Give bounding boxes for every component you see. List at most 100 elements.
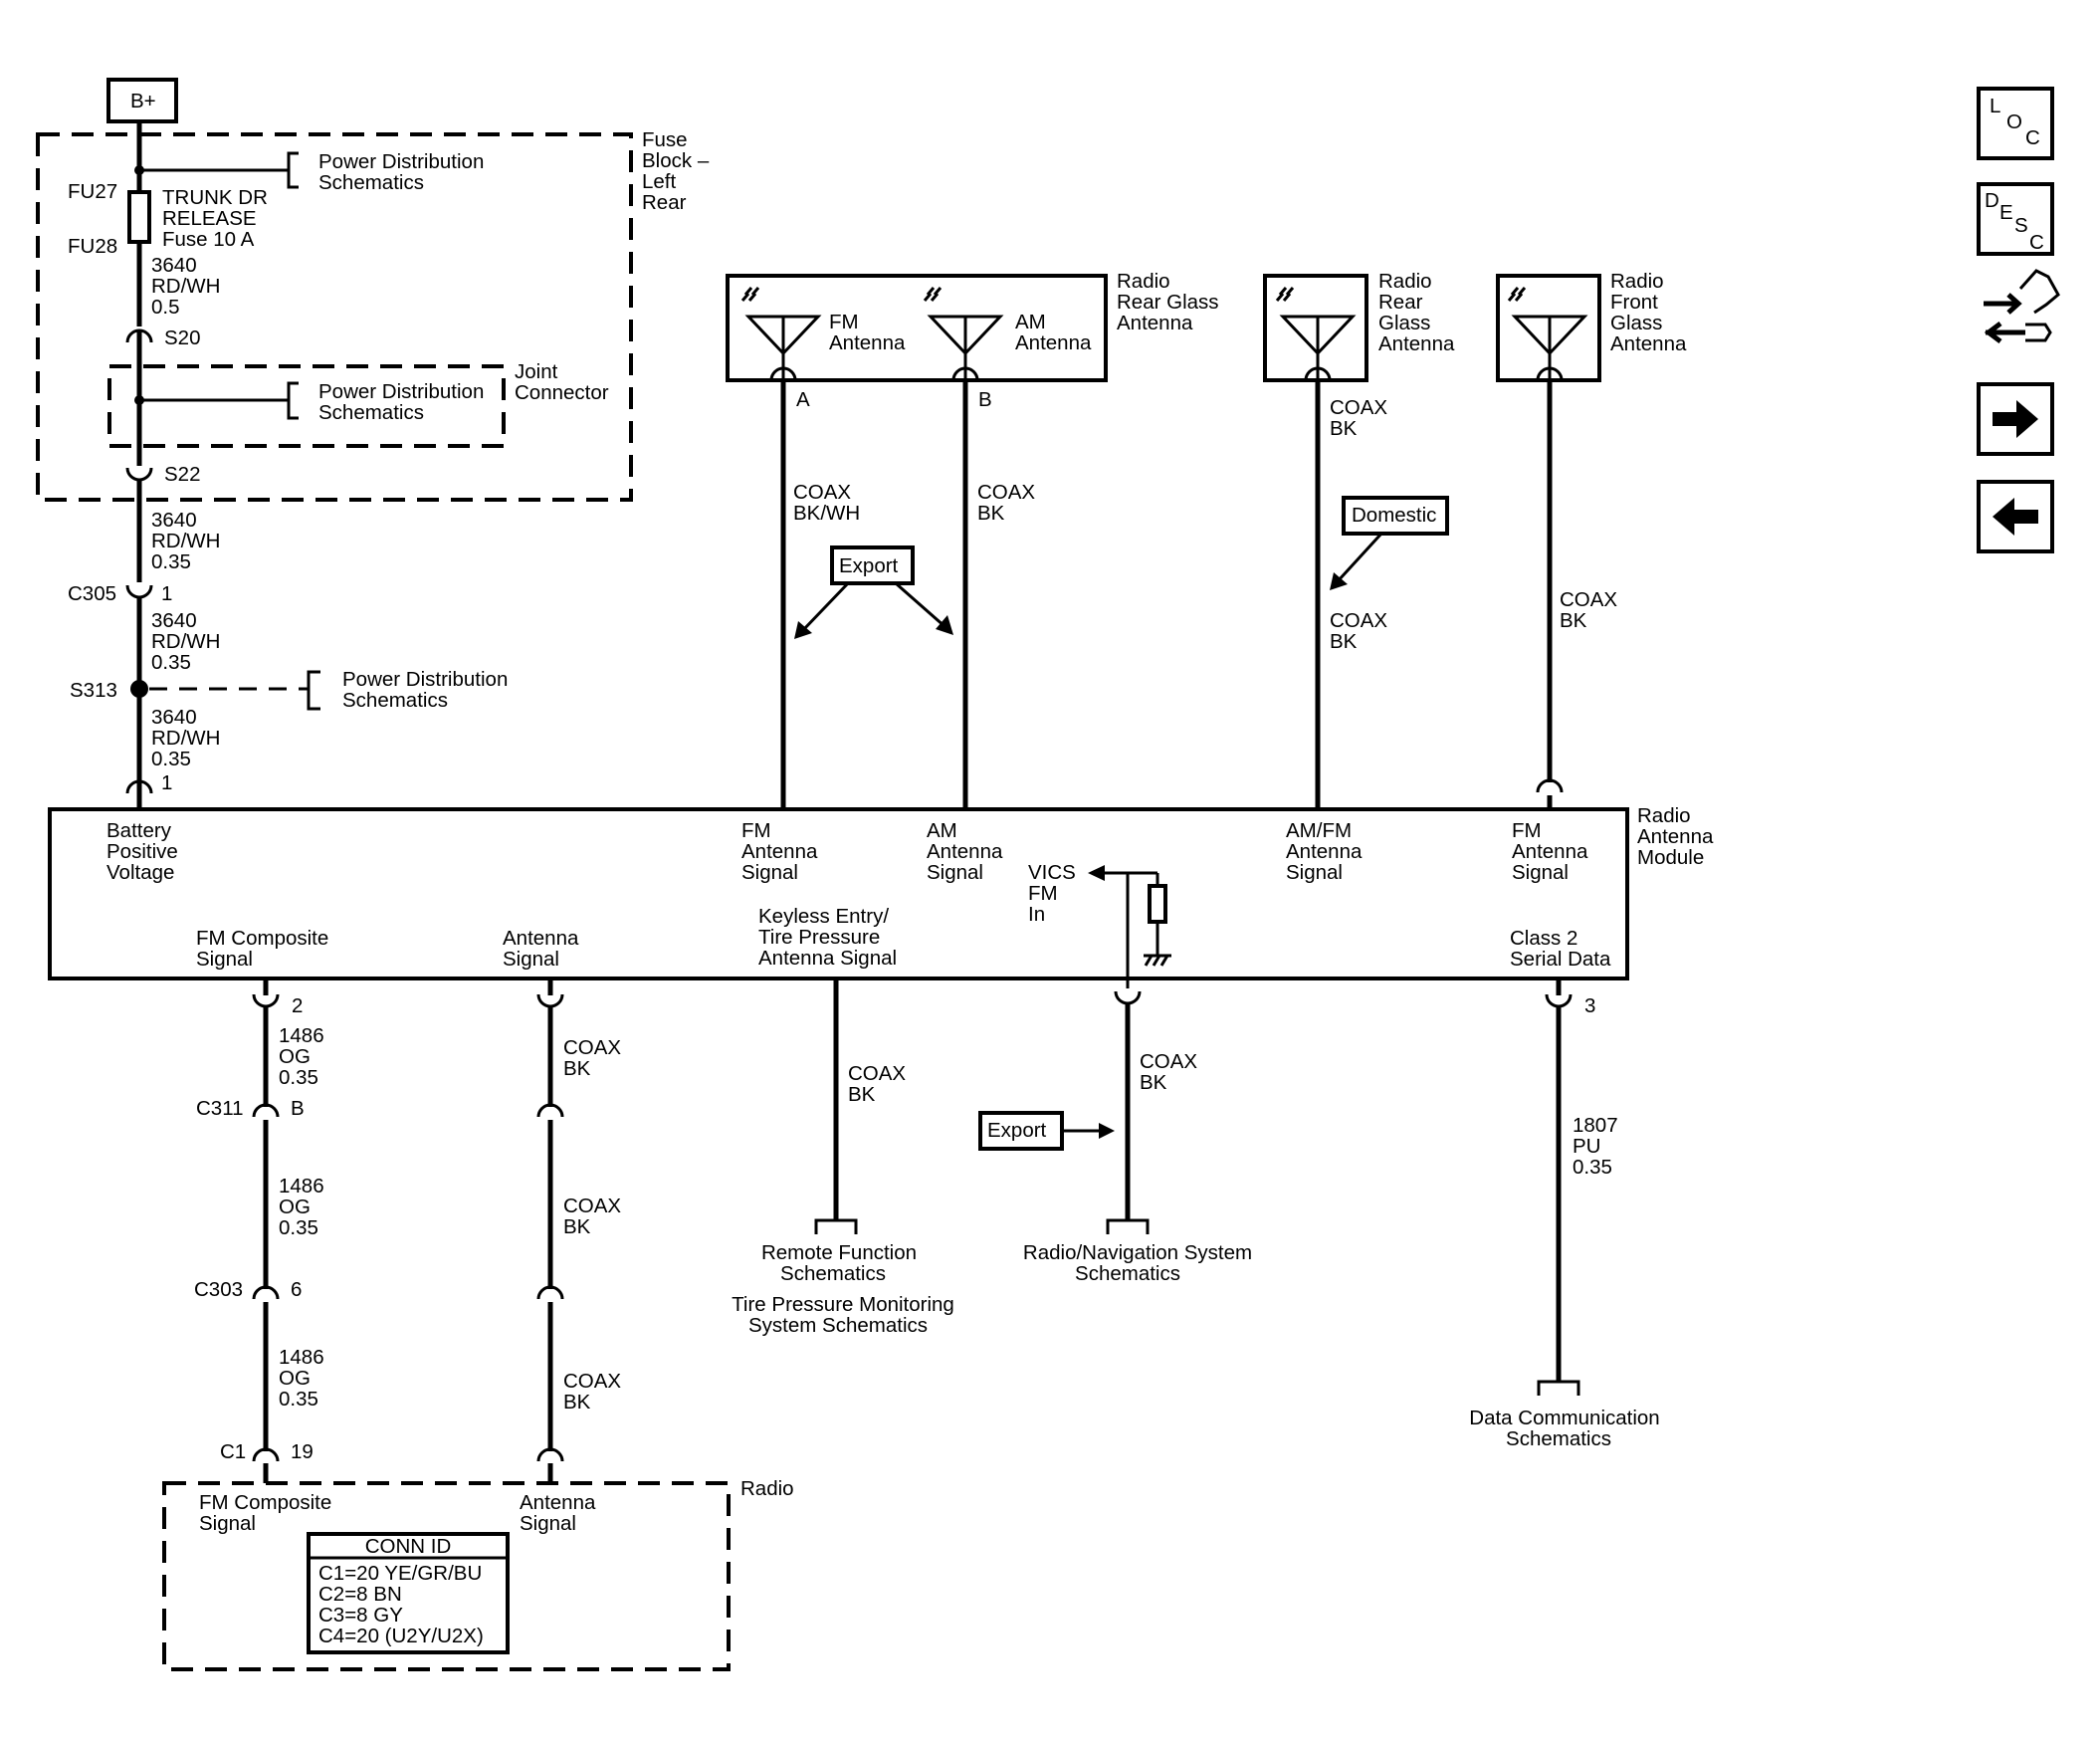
svg-text:1: 1 xyxy=(161,582,172,605)
svg-text:System Schematics: System Schematics xyxy=(748,1314,928,1337)
svg-text:3: 3 xyxy=(1584,994,1595,1017)
rear-glass-antenna-2-title: Radio Rear Glass Antenna xyxy=(1378,270,1455,355)
svg-text:RD/WH: RD/WH xyxy=(151,530,220,552)
svg-text:AM/FM: AM/FM xyxy=(1286,819,1352,842)
fm-antenna-icon xyxy=(740,287,822,381)
svg-text:Radio: Radio xyxy=(1610,270,1664,293)
am-antenna-signal: AM Antenna Signal xyxy=(927,819,1003,884)
svg-text:OG: OG xyxy=(279,1196,311,1218)
module-title: Radio Antenna Module xyxy=(1637,804,1714,869)
export-arrow-right xyxy=(936,615,953,635)
svg-text:1486: 1486 xyxy=(279,1346,324,1369)
svg-text:Radio: Radio xyxy=(1637,804,1691,827)
reference-labels: Remote Function Schematics Tire Pressure… xyxy=(732,1241,1660,1450)
battery-source-label: B+ xyxy=(130,90,156,112)
radio-outline xyxy=(162,1481,731,1671)
svg-text:1: 1 xyxy=(161,771,172,794)
svg-text:FM: FM xyxy=(1028,882,1058,905)
back-button[interactable] xyxy=(1977,480,2054,553)
svg-text:D: D xyxy=(1985,189,1999,212)
c305-connector xyxy=(125,584,153,599)
svg-text:Left: Left xyxy=(642,170,676,193)
svg-text:1486: 1486 xyxy=(279,1175,324,1197)
joint-connector-outline xyxy=(107,364,506,448)
svg-text:Glass: Glass xyxy=(1610,312,1662,334)
conn-id-table xyxy=(307,1532,510,1654)
remote-function-ref-bracket xyxy=(814,1218,858,1234)
svg-text:Signal: Signal xyxy=(1286,861,1343,884)
description-button[interactable]: D E S C xyxy=(1977,182,2054,256)
pds-label-3: Power Distribution xyxy=(342,668,508,691)
svg-text:Schematics: Schematics xyxy=(1075,1262,1180,1285)
svg-text:FM: FM xyxy=(741,819,771,842)
svg-text:Schematics: Schematics xyxy=(318,401,424,424)
svg-text:C: C xyxy=(2029,231,2044,254)
conn-id-row: C2=8 BN xyxy=(318,1583,402,1606)
c303-connector xyxy=(252,1285,280,1300)
export-arrow-left xyxy=(794,621,812,639)
svg-text:Signal: Signal xyxy=(199,1512,256,1535)
domestic-arrow xyxy=(1330,572,1348,590)
svg-text:RD/WH: RD/WH xyxy=(151,630,220,653)
fuse-block-outline xyxy=(36,132,633,502)
svg-text:OG: OG xyxy=(279,1367,311,1390)
svg-text:Signal: Signal xyxy=(503,948,559,971)
svg-text:Tire Pressure: Tire Pressure xyxy=(758,926,880,949)
s313-splice xyxy=(130,680,148,698)
svg-text:Antenna: Antenna xyxy=(1117,312,1193,334)
svg-text:Schematics: Schematics xyxy=(318,171,424,194)
fu28-label: FU28 xyxy=(68,235,117,258)
resistor-icon xyxy=(1148,884,1167,924)
remote-function-ref: Remote Function xyxy=(761,1241,917,1264)
svg-text:Radio: Radio xyxy=(1117,270,1170,293)
svg-text:COAX: COAX xyxy=(848,1062,906,1085)
fuse-name-2: RELEASE xyxy=(162,207,257,230)
tpms-ref: Tire Pressure Monitoring xyxy=(732,1293,954,1316)
battery-source-box xyxy=(106,78,178,123)
pds-bracket-3 xyxy=(307,670,320,711)
svg-text:0.35: 0.35 xyxy=(151,651,191,674)
front-glass-antenna-title: Radio Front Glass Antenna xyxy=(1610,270,1687,355)
c1-label: C1 xyxy=(220,1440,246,1463)
antenna-wires: COAX BK/WH COAX BK Export COAX BK COAX B… xyxy=(780,380,1617,809)
svg-text:BK: BK xyxy=(563,1391,591,1414)
svg-text:Export: Export xyxy=(987,1119,1047,1142)
am-antenna-icon xyxy=(923,287,1004,381)
svg-text:BK: BK xyxy=(1330,630,1358,653)
location-button[interactable]: L O C xyxy=(1977,87,2054,160)
rear-glass-antenna-box xyxy=(726,274,1108,382)
svg-text:Fuse: Fuse xyxy=(642,128,688,151)
fm-antenna-label: FM xyxy=(829,311,859,333)
export-label: Export xyxy=(839,554,899,577)
battery-pin-connector xyxy=(125,779,153,794)
svg-text:COAX: COAX xyxy=(563,1195,621,1217)
joint-connector-label: Joint xyxy=(515,360,558,383)
svg-text:0.5: 0.5 xyxy=(151,296,180,319)
svg-text:Serial Data: Serial Data xyxy=(1510,948,1611,971)
pin-a: A xyxy=(796,388,810,411)
fuse-symbol xyxy=(127,190,151,244)
svg-text:Signal: Signal xyxy=(196,948,253,971)
export-arrow-nav xyxy=(1099,1123,1115,1139)
svg-text:1807: 1807 xyxy=(1573,1114,1618,1137)
svg-text:L: L xyxy=(1990,95,2000,117)
svg-text:Antenna: Antenna xyxy=(1512,840,1588,863)
pin2-connector xyxy=(252,993,280,1008)
pin3-connector xyxy=(1545,993,1573,1008)
c305-label: C305 xyxy=(68,582,116,605)
svg-text:Connector: Connector xyxy=(515,381,609,404)
svg-text:1486: 1486 xyxy=(279,1024,324,1047)
svg-text:Rear: Rear xyxy=(642,191,687,214)
c303-label: C303 xyxy=(194,1278,243,1301)
forward-button[interactable] xyxy=(1977,382,2054,456)
svg-text:COAX: COAX xyxy=(1560,588,1617,611)
radio-antenna-signal: Antenna xyxy=(520,1491,596,1514)
nav-buttons: L O C D E S C xyxy=(1977,87,2060,553)
rear-glass-antenna-2-icon xyxy=(1275,287,1357,381)
tools-icon[interactable] xyxy=(1984,269,2060,343)
svg-text:BK: BK xyxy=(1330,417,1358,440)
svg-text:BK/WH: BK/WH xyxy=(793,502,860,525)
svg-text:3640: 3640 xyxy=(151,706,197,729)
svg-text:Antenna: Antenna xyxy=(503,927,579,950)
radio-section: Radio FM Composite Signal Antenna Signal… xyxy=(162,1477,794,1671)
